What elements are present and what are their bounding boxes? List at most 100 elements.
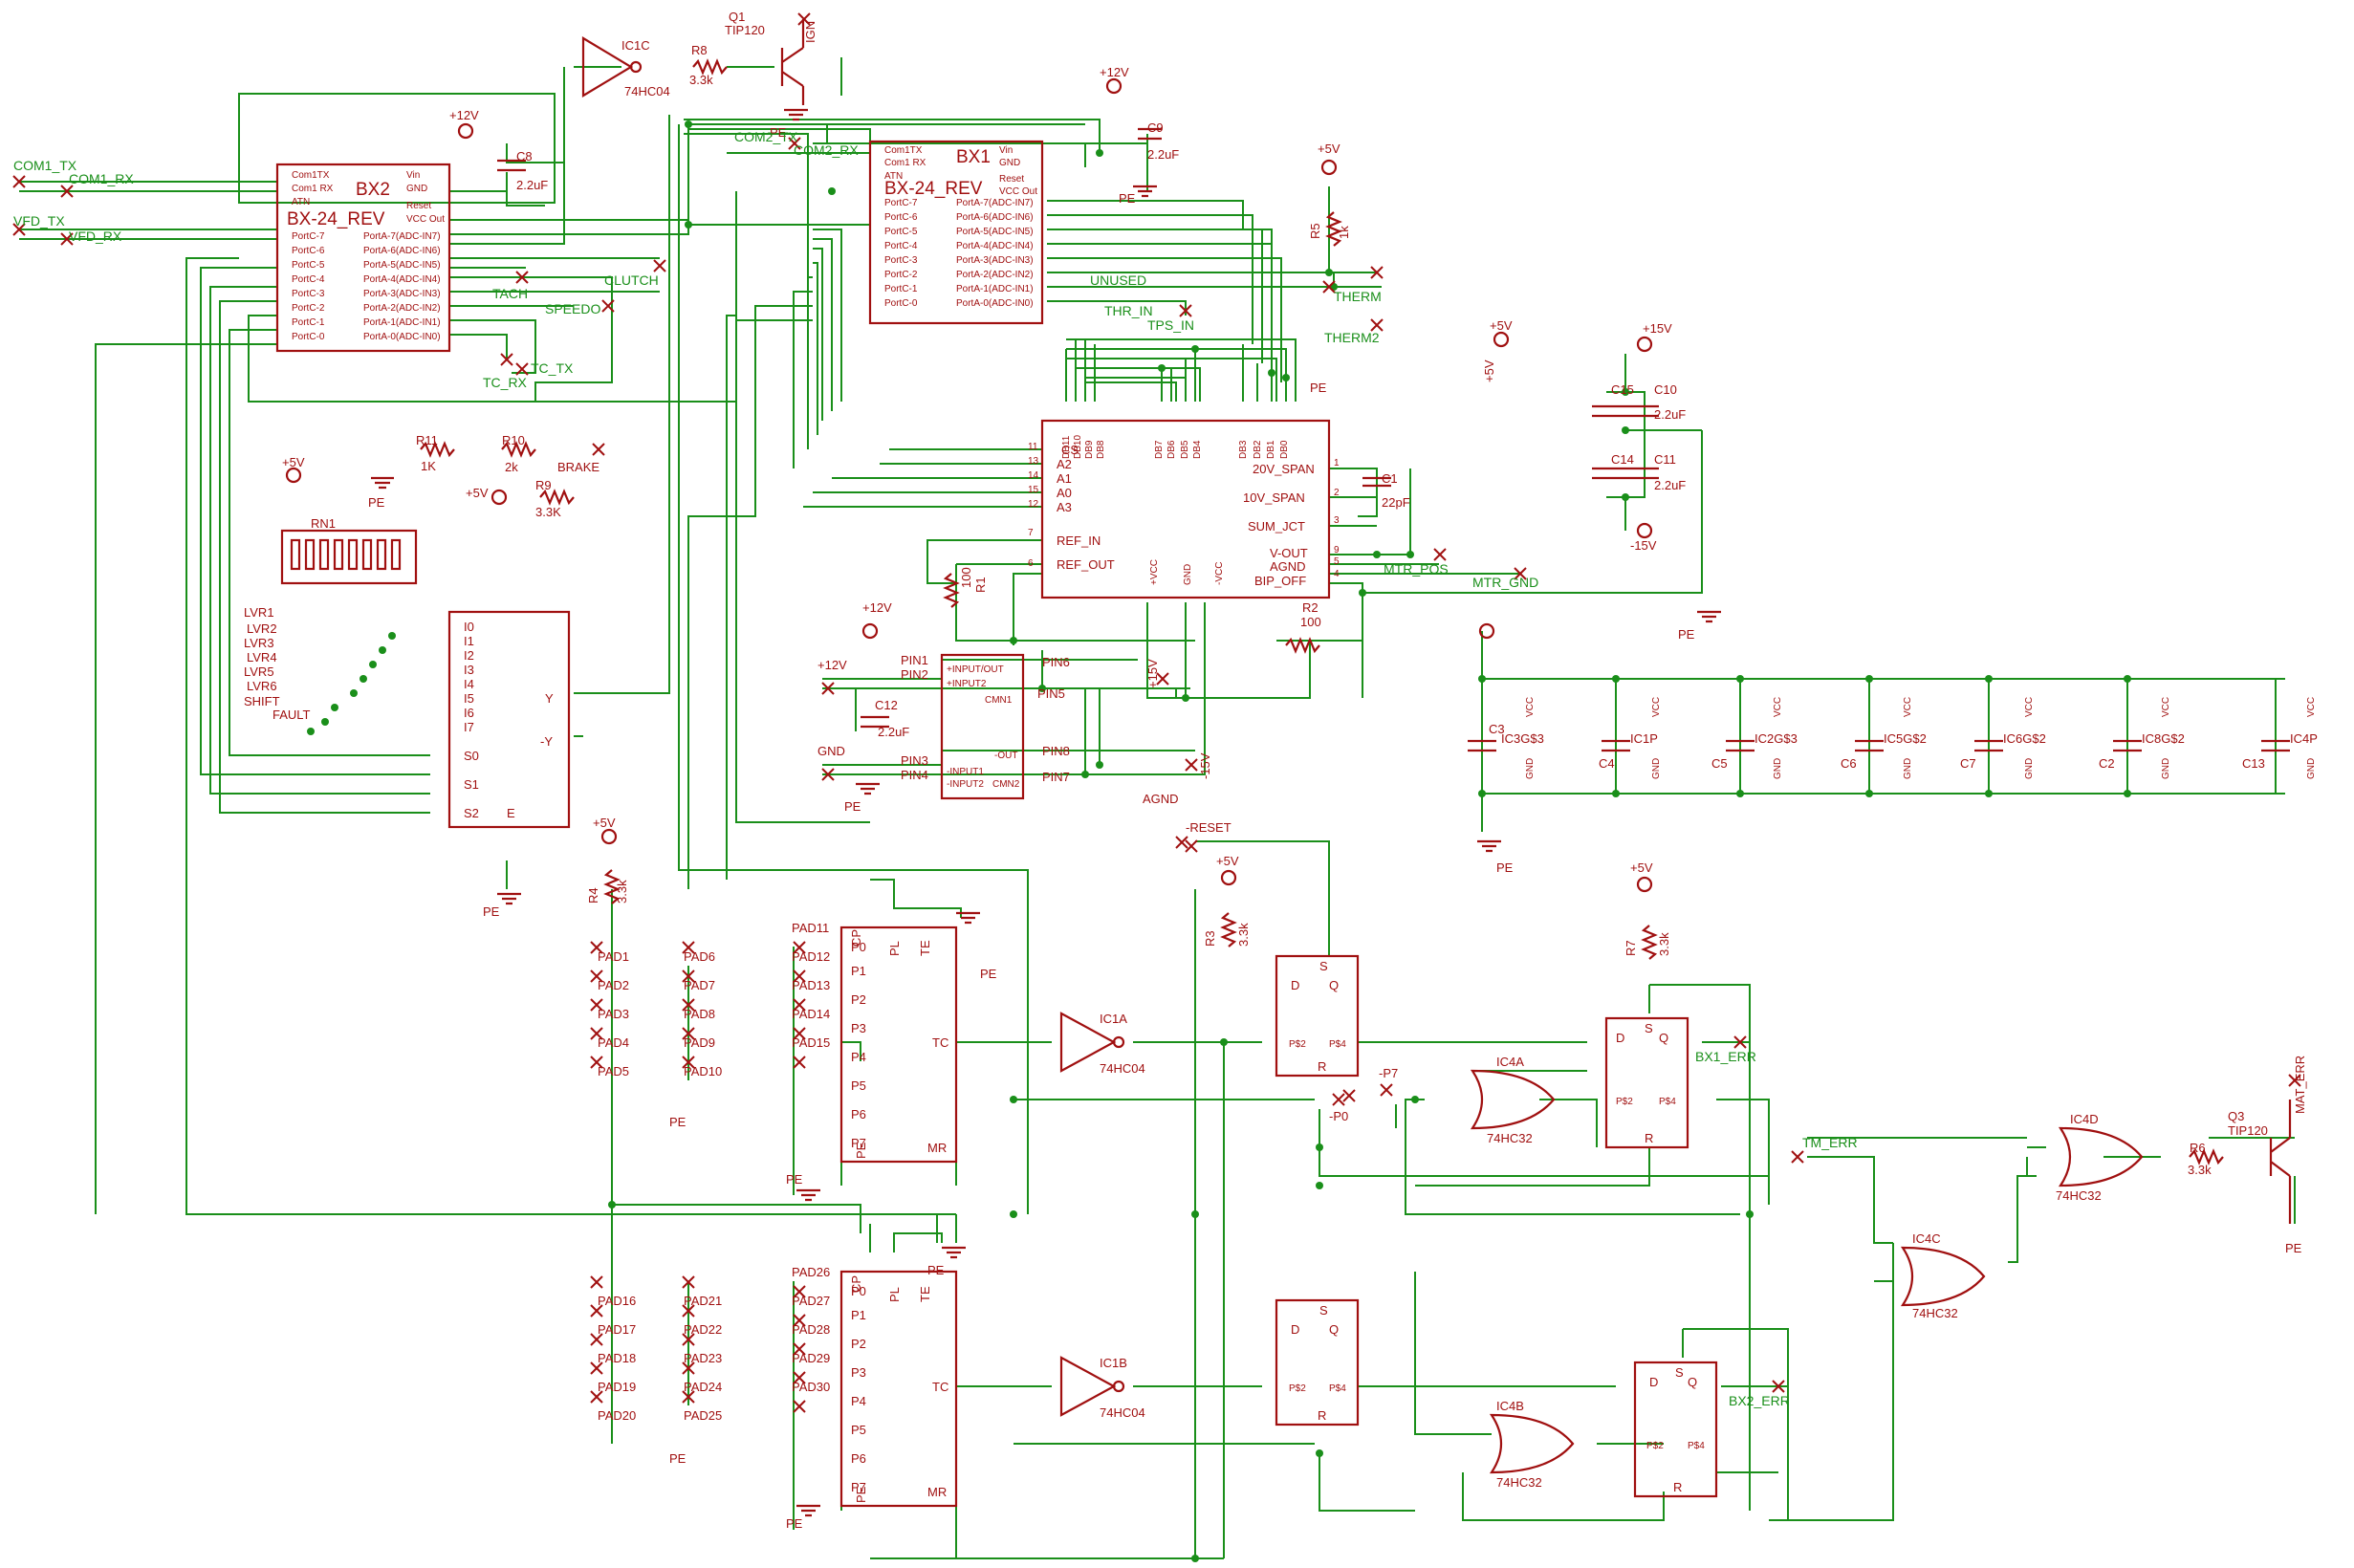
svg-text:P$2: P$2	[1289, 1039, 1306, 1050]
svg-text:D: D	[1649, 1375, 1658, 1389]
svg-text:IC4P: IC4P	[2290, 731, 2318, 746]
svg-text:MTR_POS: MTR_POS	[1384, 561, 1449, 577]
svg-text:PortC-3: PortC-3	[884, 255, 918, 266]
svg-text:P4: P4	[851, 1050, 866, 1064]
svg-text:3.3k: 3.3k	[615, 880, 629, 904]
svg-text:C3: C3	[1489, 722, 1505, 736]
svg-text:VCC Out: VCC Out	[999, 186, 1037, 197]
resistor-network-rn1	[280, 529, 418, 585]
svg-text:P0: P0	[851, 1284, 866, 1298]
svg-text:PAD29: PAD29	[792, 1351, 830, 1365]
svg-text:IC1P: IC1P	[1630, 731, 1658, 746]
svg-text:R3: R3	[1203, 930, 1217, 947]
svg-text:C11: C11	[1654, 452, 1676, 467]
svg-text:AGND: AGND	[1143, 792, 1179, 806]
inverter-ic1c	[581, 36, 643, 98]
svg-text:R10: R10	[502, 433, 525, 447]
svg-text:+12V: +12V	[817, 658, 847, 672]
svg-text:PortA-0(ADC-IN0): PortA-0(ADC-IN0)	[956, 298, 1034, 309]
svg-text:COM2_RX: COM2_RX	[794, 142, 859, 158]
svg-text:PortC-6: PortC-6	[292, 246, 325, 256]
svg-text:PAD26: PAD26	[792, 1265, 830, 1279]
svg-text:THERM: THERM	[1334, 289, 1382, 304]
svg-text:GND: GND	[406, 184, 427, 194]
svg-text:P$4: P$4	[1329, 1039, 1346, 1050]
svg-text:PAD17: PAD17	[598, 1322, 636, 1337]
svg-text:PAD20: PAD20	[598, 1408, 636, 1423]
svg-text:P0: P0	[851, 940, 866, 954]
flipflop-4: D P$2 S Q P$4 R	[1633, 1361, 1718, 1498]
svg-text:PAD4: PAD4	[598, 1035, 629, 1050]
svg-text:P$4: P$4	[1688, 1441, 1705, 1451]
svg-text:74HC32: 74HC32	[2056, 1188, 2102, 1203]
svg-text:COM2_TX: COM2_TX	[734, 129, 798, 144]
or-gate-ic4a	[1470, 1069, 1556, 1130]
svg-text:D: D	[1291, 978, 1299, 992]
svg-text:PAD25: PAD25	[684, 1408, 722, 1423]
svg-text:Com1 RX: Com1 RX	[292, 184, 334, 194]
svg-text:CP: CP	[849, 929, 863, 947]
svg-text:IC4B: IC4B	[1496, 1399, 1524, 1413]
svg-text:R8: R8	[691, 43, 708, 57]
svg-text:DB6: DB6	[1166, 440, 1177, 459]
svg-text:3.3k: 3.3k	[689, 73, 713, 87]
svg-text:Vin: Vin	[999, 145, 1013, 156]
svg-text:100: 100	[959, 567, 973, 588]
svg-text:TM_ERR: TM_ERR	[1802, 1135, 1858, 1150]
svg-text:PortC-1: PortC-1	[884, 284, 918, 294]
svg-text:I6: I6	[464, 706, 474, 720]
svg-text:BRAKE: BRAKE	[557, 460, 599, 474]
svg-text:PortA-1(ADC-IN1): PortA-1(ADC-IN1)	[956, 284, 1034, 294]
svg-text:PortA-6(ADC-IN6): PortA-6(ADC-IN6)	[956, 212, 1034, 223]
svg-text:VCC Out: VCC Out	[406, 214, 445, 225]
svg-text:Q: Q	[1329, 978, 1339, 992]
svg-text:SHIFT: SHIFT	[244, 694, 280, 708]
bx1-module: BX1 BX-24_REV Com1TX Com1 RX ATN PortC-7…	[868, 140, 1044, 325]
svg-text:3: 3	[1334, 515, 1340, 526]
svg-text:PortC-1: PortC-1	[292, 317, 325, 328]
svg-text:PAD9: PAD9	[684, 1035, 715, 1050]
svg-text:C1: C1	[1382, 471, 1398, 486]
svg-text:TC_RX: TC_RX	[483, 375, 528, 390]
svg-text:C7: C7	[1960, 756, 1976, 771]
svg-text:Vin: Vin	[406, 170, 420, 181]
svg-text:ATN: ATN	[292, 197, 310, 207]
svg-text:S: S	[1319, 1303, 1328, 1318]
svg-text:LVR5: LVR5	[244, 664, 274, 679]
bx2-value: BX-24_REV	[287, 209, 385, 229]
svg-text:PortC-5: PortC-5	[884, 227, 918, 237]
svg-text:-RESET: -RESET	[1186, 820, 1231, 835]
svg-text:VCC: VCC	[2024, 697, 2035, 717]
svg-text:IC4A: IC4A	[1496, 1055, 1524, 1069]
svg-text:PE: PE	[786, 1172, 803, 1187]
svg-text:VCC: VCC	[1651, 697, 1662, 717]
svg-text:P$2: P$2	[1616, 1097, 1633, 1107]
svg-text:IC2G$3: IC2G$3	[1755, 731, 1798, 746]
svg-text:+12V: +12V	[862, 600, 892, 615]
svg-text:GND: GND	[1183, 564, 1193, 585]
svg-text:SPEEDO: SPEEDO	[545, 301, 600, 316]
svg-text:I0: I0	[464, 620, 474, 634]
bx1-name: BX1	[956, 147, 991, 167]
svg-text:V-OUT: V-OUT	[1270, 546, 1308, 560]
svg-text:R: R	[1318, 1408, 1326, 1423]
svg-text:-VCC: -VCC	[1214, 562, 1225, 585]
svg-text:DB0: DB0	[1279, 440, 1290, 459]
svg-text:E: E	[507, 806, 515, 820]
svg-text:13: 13	[1028, 456, 1039, 467]
svg-text:SUM_JCT: SUM_JCT	[1248, 519, 1305, 534]
svg-text:IC8G$2: IC8G$2	[2142, 731, 2185, 746]
svg-text:1k: 1k	[1337, 226, 1351, 239]
svg-text:IC1A: IC1A	[1100, 1012, 1127, 1026]
svg-text:+5V: +5V	[466, 486, 489, 500]
svg-text:20V_SPAN: 20V_SPAN	[1253, 462, 1315, 476]
transistor-q3	[2269, 1100, 2292, 1224]
svg-text:3.3k: 3.3k	[1657, 932, 1671, 956]
svg-text:+INPUT2: +INPUT2	[947, 679, 987, 689]
svg-text:GND: GND	[999, 158, 1020, 168]
svg-text:PAD14: PAD14	[792, 1007, 830, 1021]
svg-text:PAD11: PAD11	[792, 921, 829, 935]
inverter-ic1b	[1059, 1356, 1125, 1417]
svg-text:PAD13: PAD13	[792, 978, 830, 992]
svg-text:BX1_ERR: BX1_ERR	[1695, 1049, 1756, 1064]
